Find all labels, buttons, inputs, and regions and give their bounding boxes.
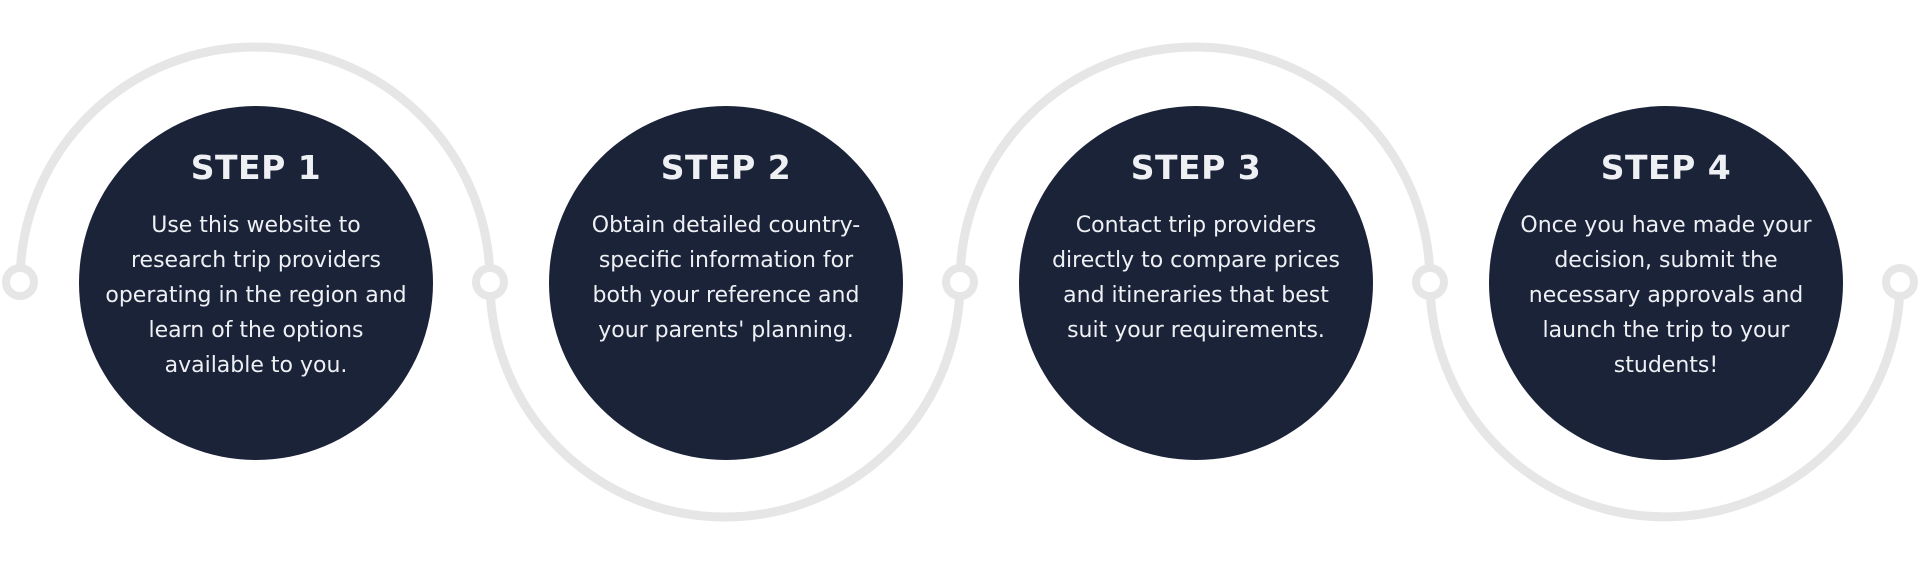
step-4-text: Once you have made your decision, submit… — [1520, 213, 1812, 378]
step-1-circle: STEP 1 Use this website to research trip… — [79, 106, 433, 460]
node-2 — [472, 264, 508, 300]
node-1 — [2, 264, 38, 300]
node-5 — [1882, 264, 1918, 300]
step-4-title: STEP 4 — [1600, 148, 1732, 187]
step-3-text: Contact trip providers directly to compa… — [1052, 213, 1340, 343]
node-3 — [942, 264, 978, 300]
arc-bottom-2 — [485, 281, 965, 522]
step-2-text: Obtain detailed country-specific informa… — [591, 213, 861, 343]
step-2-circle: STEP 2 Obtain detailed country-specific … — [549, 106, 903, 460]
arc-top-3 — [955, 42, 1435, 283]
node-4 — [1412, 264, 1448, 300]
step-1-title: STEP 1 — [190, 148, 322, 187]
step-4-circle: STEP 4 Once you have made your decision,… — [1489, 106, 1843, 460]
arc-top-1 — [15, 42, 495, 283]
arc-bottom-4 — [1425, 281, 1905, 522]
step-3-circle: STEP 3 Contact trip providers directly t… — [1019, 106, 1373, 460]
step-2-title: STEP 2 — [660, 148, 792, 187]
step-1-text: Use this website to research trip provid… — [105, 213, 407, 378]
step-3-title: STEP 3 — [1130, 148, 1262, 187]
